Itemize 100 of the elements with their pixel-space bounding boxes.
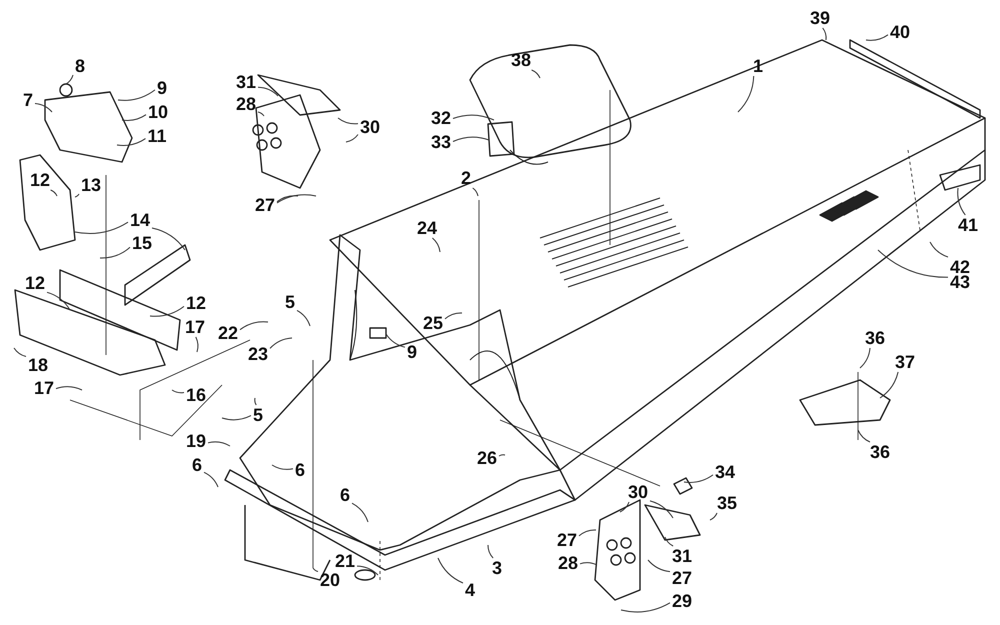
leader-line bbox=[620, 602, 670, 612]
leader-line bbox=[880, 372, 899, 398]
leader-line bbox=[488, 544, 494, 558]
callout-number: 41 bbox=[957, 216, 980, 234]
callout-number: 15 bbox=[131, 234, 154, 252]
leader-line bbox=[172, 390, 184, 394]
leader-line bbox=[150, 306, 184, 317]
callout-number: 16 bbox=[185, 386, 208, 404]
callout-number: 12 bbox=[29, 171, 52, 189]
leader-line bbox=[122, 114, 146, 121]
callout-number: 39 bbox=[809, 9, 832, 27]
leader-line bbox=[444, 312, 462, 320]
callout-number: 10 bbox=[147, 103, 170, 121]
leader-line bbox=[620, 502, 630, 512]
callout-number: 14 bbox=[129, 211, 152, 229]
callout-number: 17 bbox=[184, 318, 206, 336]
leader-line bbox=[118, 89, 156, 101]
leader-line bbox=[272, 464, 294, 470]
leader-line bbox=[472, 188, 478, 196]
callout-number: 40 bbox=[889, 23, 912, 41]
callout-number: 30 bbox=[359, 118, 382, 136]
leader-line bbox=[738, 76, 754, 112]
leader-line bbox=[50, 190, 58, 196]
callout-number: 34 bbox=[714, 463, 736, 481]
callout-number: 19 bbox=[185, 432, 208, 450]
leader-line bbox=[296, 310, 310, 326]
callout-number: 27 bbox=[556, 531, 578, 549]
callout-number: 42 bbox=[949, 258, 972, 276]
callout-number: 4 bbox=[464, 581, 476, 599]
callout-number: 33 bbox=[430, 133, 452, 151]
callout-number: 21 bbox=[334, 552, 356, 570]
leader-line bbox=[116, 138, 146, 146]
leader-line bbox=[664, 536, 674, 546]
callout-number: 26 bbox=[476, 449, 498, 467]
callout-number: 7 bbox=[22, 91, 34, 109]
leader-line bbox=[240, 321, 268, 330]
leader-line bbox=[152, 228, 186, 250]
callout-number: 43 bbox=[949, 273, 972, 291]
leader-line bbox=[222, 415, 252, 420]
callout-number: 35 bbox=[716, 494, 738, 512]
callout-number: 12 bbox=[24, 274, 46, 292]
leader-line bbox=[46, 292, 70, 310]
leader-line bbox=[822, 28, 827, 40]
callout-number: 28 bbox=[235, 95, 258, 113]
callout-number: 28 bbox=[557, 554, 580, 572]
callout-number: 29 bbox=[671, 592, 694, 610]
callout-number: 36 bbox=[864, 329, 886, 347]
callout-number: 9 bbox=[406, 343, 418, 361]
leader-line bbox=[270, 338, 292, 349]
leader-line bbox=[14, 348, 26, 357]
callout-number: 6 bbox=[191, 456, 204, 474]
leader-line bbox=[860, 348, 870, 368]
leader-line bbox=[34, 103, 52, 112]
leader-line bbox=[438, 558, 464, 584]
leader-line bbox=[74, 194, 80, 198]
callout-number: 12 bbox=[185, 294, 208, 312]
leader-line bbox=[866, 34, 888, 41]
leader-line bbox=[356, 566, 378, 576]
callout-number: 8 bbox=[74, 57, 86, 75]
leader-line bbox=[878, 250, 948, 278]
leader-line bbox=[452, 136, 490, 142]
leader-line bbox=[276, 195, 298, 202]
leader-line bbox=[452, 114, 494, 120]
callout-number: 30 bbox=[627, 483, 650, 501]
leader-line bbox=[684, 474, 714, 483]
callout-number: 25 bbox=[422, 314, 444, 332]
callout-number: 27 bbox=[671, 569, 694, 587]
leader-line bbox=[580, 562, 598, 566]
leader-line bbox=[352, 502, 368, 522]
callout-number: 31 bbox=[235, 73, 258, 91]
leader-line bbox=[338, 118, 358, 124]
callout-number: 17 bbox=[33, 379, 56, 397]
leader-line bbox=[386, 334, 406, 348]
leader-line bbox=[930, 242, 948, 258]
callout-number: 24 bbox=[416, 219, 438, 237]
leader-line bbox=[66, 74, 74, 84]
callout-number: 5 bbox=[284, 293, 296, 311]
leader-line bbox=[648, 560, 670, 572]
leader-line bbox=[498, 454, 506, 456]
leader-line bbox=[312, 568, 318, 572]
leader-line bbox=[432, 238, 440, 252]
leader-line bbox=[531, 70, 540, 78]
leader-line bbox=[578, 529, 596, 536]
leader-line bbox=[710, 512, 718, 520]
callout-number: 13 bbox=[80, 176, 102, 194]
leader-line bbox=[195, 336, 198, 352]
leader-line bbox=[100, 246, 130, 259]
callout-number: 31 bbox=[671, 547, 694, 565]
leader-line bbox=[208, 441, 230, 446]
callout-number: 2 bbox=[460, 169, 472, 187]
callout-number: 5 bbox=[252, 406, 264, 424]
callout-number: 37 bbox=[894, 353, 916, 371]
leader-line bbox=[858, 430, 870, 442]
callout-number: 38 bbox=[510, 51, 532, 69]
callout-number: 9 bbox=[156, 79, 168, 97]
callout-number: 23 bbox=[247, 345, 270, 363]
callout-number: 11 bbox=[146, 127, 168, 145]
leader-line bbox=[258, 86, 278, 96]
callout-number: 3 bbox=[491, 559, 504, 577]
callout-number: 32 bbox=[430, 109, 452, 127]
